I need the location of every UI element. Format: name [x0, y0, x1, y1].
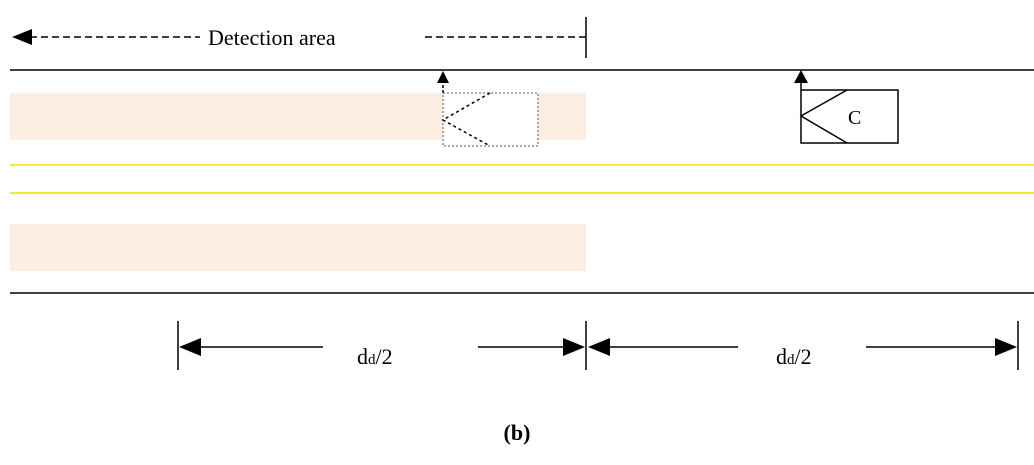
ghost-vehicle-body: [442, 92, 539, 147]
dim-right-label: dd/2: [776, 344, 812, 369]
vehicle-c-chevron: [799, 89, 848, 144]
dim-left-label-subscript: d: [368, 352, 376, 368]
dim-right-label-subscript: d: [787, 352, 795, 368]
ghost-vehicle: [437, 71, 539, 147]
ghost-vehicle-chevron: [441, 92, 491, 147]
vehicle-c: C: [794, 70, 899, 144]
vehicle-c-arrowhead: [794, 70, 808, 83]
detection-area-label: Detection area: [208, 25, 336, 50]
dim-right-arrowhead-right: [995, 338, 1017, 356]
dim-right-label-tail: /2: [795, 344, 812, 369]
dim-left-label-main: d: [357, 344, 368, 369]
dim-left-arrowhead-right: [563, 338, 585, 356]
vehicle-c-label: C: [848, 107, 861, 129]
figure-caption: (b): [504, 420, 531, 445]
ghost-vehicle-arrowhead: [437, 71, 449, 83]
dim-right-label-main: d: [776, 344, 787, 369]
dim-left-arrowhead-left: [179, 338, 201, 356]
detection-area-indicator: Detection area: [12, 17, 587, 58]
dim-left-label-tail: /2: [376, 344, 393, 369]
dim-left-label: dd/2: [357, 344, 393, 369]
dim-right-arrowhead-left: [588, 338, 610, 356]
detection-left-arrowhead: [12, 29, 32, 45]
vehicle-c-body: [800, 89, 899, 144]
dimension-markers: dd/2 dd/2: [177, 321, 1019, 370]
detection-zone-lower-lane: [10, 224, 586, 271]
